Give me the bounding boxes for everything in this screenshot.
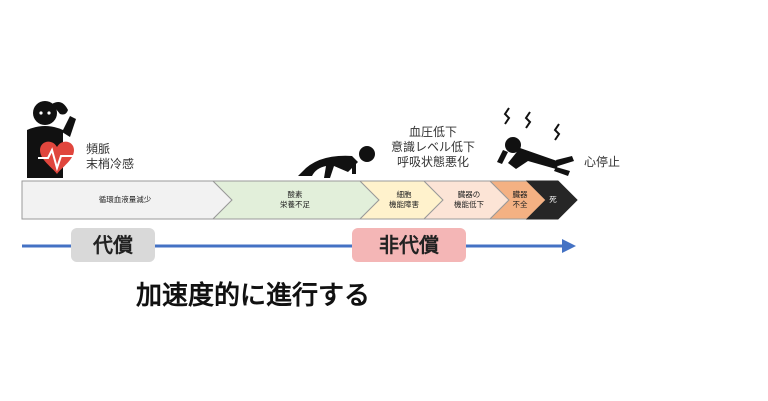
decompensated-badge: 非代償 [352, 228, 466, 262]
symptom-hypotension: 血圧低下 [408, 125, 457, 139]
stage-6-label: 死 [549, 195, 557, 204]
stage-3-label: 細胞機能障害 [389, 190, 419, 209]
stage-2-label: 酸素栄養不足 [280, 190, 310, 209]
stage-1-label: 循環血液量減少 [98, 195, 152, 204]
person-heart-icon [27, 101, 78, 178]
crawling-person-icon [298, 146, 375, 178]
symptoms-middle: 血圧低下 意識レベル低下 呼吸状態悪化 [385, 125, 481, 170]
symptom-consciousness-decline: 意識レベル低下 [390, 140, 475, 154]
compensated-badge: 代償 [71, 228, 155, 262]
symptom-tachycardia: 頻脈 [86, 142, 111, 156]
symptom-cardiac-arrest: 心停止 [584, 155, 621, 169]
symptoms-early: 頻脈 末梢冷感 [86, 142, 134, 172]
stage-4-label: 臓器の機能低下 [454, 190, 484, 209]
symptom-respiratory-deterioration: 呼吸状態悪化 [396, 155, 469, 169]
progression-caption: 加速度的に進行する [136, 281, 371, 311]
stage-5-label: 臓器不全 [512, 190, 528, 209]
collapsed-person-icon [497, 107, 574, 176]
symptom-cold-extremities: 末梢冷感 [86, 157, 135, 171]
stage-6-chevron [525, 180, 578, 220]
